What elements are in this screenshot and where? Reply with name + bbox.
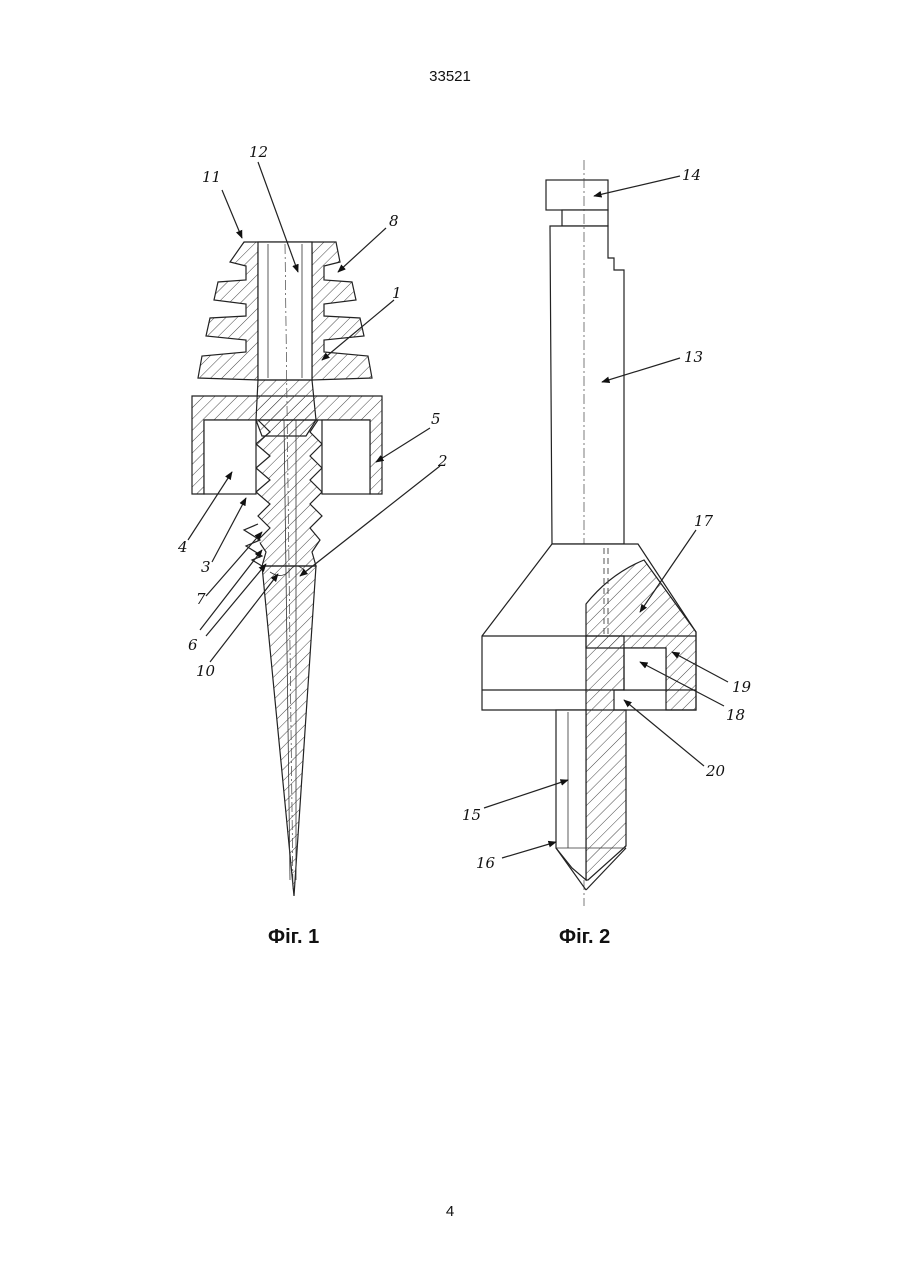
page-number: 4	[0, 1203, 900, 1220]
figure-1-drawing	[192, 242, 382, 896]
label-12: 12	[249, 143, 268, 161]
label-10: 10	[196, 662, 216, 680]
label-5: 5	[431, 410, 441, 428]
label-14: 14	[682, 166, 701, 184]
label-18: 18	[726, 706, 745, 724]
figure-1-caption: Фіг. 1	[268, 926, 319, 949]
fig1-threaded-stem	[256, 420, 322, 566]
figure-2-caption: Фіг. 2	[559, 926, 610, 949]
fig1-needle	[262, 566, 316, 896]
label-19: 19	[732, 678, 752, 696]
label-6: 6	[188, 636, 198, 654]
figure-2-drawing	[482, 160, 696, 906]
label-2: 2	[437, 452, 448, 470]
label-7: 7	[196, 590, 206, 608]
label-4: 4	[177, 538, 188, 556]
label-11: 11	[202, 168, 221, 186]
fig2-shank	[550, 226, 624, 544]
label-17: 17	[694, 512, 714, 530]
label-16: 16	[476, 854, 496, 872]
label-20: 20	[705, 762, 726, 780]
label-13: 13	[684, 348, 703, 366]
fig2-chamber	[624, 648, 666, 690]
label-15: 15	[462, 806, 481, 824]
label-8: 8	[389, 212, 399, 230]
label-1: 1	[392, 284, 402, 302]
label-3: 3	[201, 558, 211, 576]
